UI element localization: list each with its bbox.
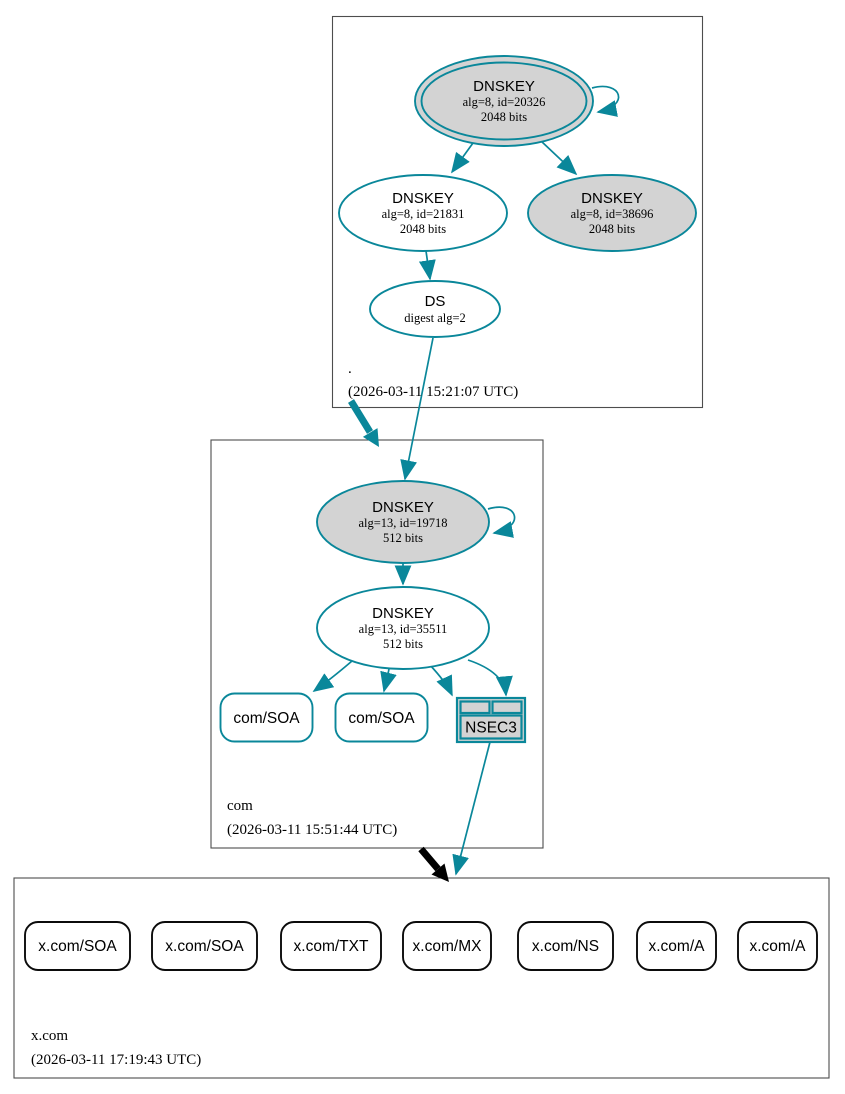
rrset-label: x.com/NS — [532, 938, 599, 955]
rrset-label: com/SOA — [233, 710, 300, 727]
node-xcom-soa-2[interactable]: x.com/SOA — [151, 921, 258, 971]
zone-box-xcom — [13, 877, 830, 1079]
rrset-label: x.com/MX — [413, 938, 483, 955]
node-detail: alg=8, id=20326 — [463, 95, 546, 109]
node-dnskey-19718[interactable]: DNSKEY alg=13, id=19718 512 bits — [316, 480, 490, 564]
delegation-root-to-com — [348, 399, 379, 447]
node-detail: 512 bits — [383, 637, 423, 651]
zone-label-root: . — [348, 361, 352, 377]
node-nsec3[interactable]: NSEC3 — [455, 696, 527, 744]
zone-timestamp-root: (2026-03-11 15:21:07 UTC) — [348, 384, 518, 400]
node-xcom-txt[interactable]: x.com/TXT — [280, 921, 382, 971]
zone-label-com: com — [227, 798, 253, 814]
edge-rootzsk-to-ds — [418, 250, 436, 281]
rrset-label: NSEC3 — [465, 720, 517, 737]
zone-label-xcom: x.com — [31, 1028, 68, 1044]
node-xcom-a-2[interactable]: x.com/A — [737, 921, 818, 971]
node-detail: 2048 bits — [589, 222, 635, 236]
node-detail: 512 bits — [383, 531, 423, 545]
rrset-label: x.com/SOA — [165, 938, 244, 955]
node-detail: alg=8, id=38696 — [571, 207, 654, 221]
nsec3-cell-label — [459, 714, 523, 740]
node-title: DNSKEY — [372, 499, 434, 516]
node-xcom-mx[interactable]: x.com/MX — [402, 921, 492, 971]
node-xcom-soa-1[interactable]: x.com/SOA — [24, 921, 131, 971]
node-detail: alg=13, id=19718 — [358, 516, 447, 530]
delegation-com-to-xcom — [418, 846, 449, 882]
node-ds[interactable]: DS digest alg=2 — [369, 280, 501, 338]
rrset-label: x.com/SOA — [38, 938, 117, 955]
node-com-soa-2[interactable]: com/SOA — [334, 692, 429, 743]
node-dnskey-35511[interactable]: DNSKEY alg=13, id=35511 512 bits — [316, 586, 490, 670]
edge-rootksk-to-dnskey38696 — [540, 140, 578, 176]
node-detail: 2048 bits — [400, 222, 446, 236]
edge-comzsk-to-nsec3-right — [467, 659, 513, 697]
nsec3-cell-right — [491, 700, 523, 715]
edge-ds-to-comksk — [400, 337, 434, 481]
zone-timestamp-com: (2026-03-11 15:51:44 UTC) — [227, 822, 397, 838]
node-title: DNSKEY — [372, 605, 434, 622]
node-dnskey-20326[interactable]: DNSKEY alg=8, id=20326 2048 bits — [414, 55, 594, 147]
edge-comzsk-to-soa2 — [380, 668, 397, 693]
node-detail: alg=8, id=21831 — [382, 207, 465, 221]
edge-comksk-selfloop — [487, 506, 516, 538]
edge-nsec3-to-xcom — [452, 741, 491, 876]
node-detail: digest alg=2 — [404, 311, 466, 325]
rrset-label: x.com/TXT — [294, 938, 369, 955]
node-dnskey-38696[interactable]: DNSKEY alg=8, id=38696 2048 bits — [527, 174, 697, 252]
edge-rootksk-to-rootzsk — [451, 142, 474, 174]
node-title: DNSKEY — [581, 190, 643, 207]
rrset-label: x.com/A — [750, 938, 807, 955]
rrset-label: com/SOA — [348, 710, 415, 727]
node-xcom-a-1[interactable]: x.com/A — [636, 921, 717, 971]
edge-comzsk-to-soa1 — [312, 660, 353, 692]
zone-timestamp-xcom: (2026-03-11 17:19:43 UTC) — [31, 1052, 201, 1068]
node-title: DNSKEY — [473, 78, 535, 95]
node-dnskey-21831[interactable]: DNSKEY alg=8, id=21831 2048 bits — [338, 174, 508, 252]
node-detail: alg=13, id=35511 — [359, 622, 448, 636]
node-title: DNSKEY — [392, 190, 454, 207]
rrset-label: x.com/A — [649, 938, 706, 955]
edge-rootksk-selfloop — [591, 85, 620, 117]
node-com-soa-1[interactable]: com/SOA — [219, 692, 314, 743]
node-detail: 2048 bits — [481, 110, 527, 124]
node-title: DS — [425, 293, 446, 310]
node-xcom-ns[interactable]: x.com/NS — [517, 921, 614, 971]
nsec3-cell-left — [459, 700, 491, 715]
